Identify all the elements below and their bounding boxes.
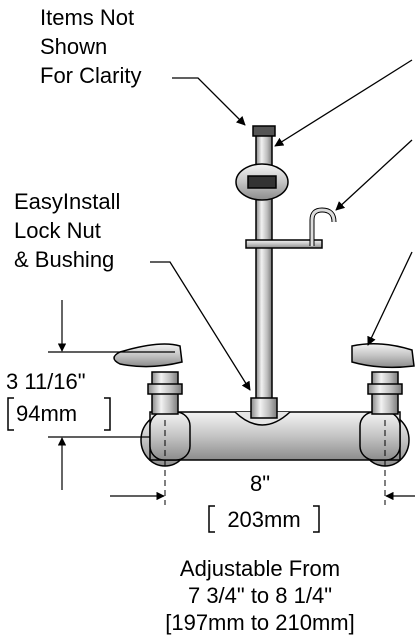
adjustable-line2: 7 3/4" to 8 1/4" [187, 583, 333, 608]
items-not-shown-line1: Items Not [40, 5, 135, 30]
mm-brackets [7, 397, 320, 533]
easyinstall-line2: Lock Nut [14, 218, 101, 243]
height-mm: 94mm [16, 401, 78, 426]
faucet-body [140, 411, 410, 467]
width-inches: 8" [249, 471, 271, 496]
easyinstall-line3: & Bushing [14, 247, 115, 272]
center-lines [164, 420, 386, 505]
left-handle [113, 343, 183, 415]
easyinstall-line1: EasyInstall [14, 189, 121, 214]
height-inches: 3 11/16" [6, 369, 86, 394]
leader-arrows [150, 59, 413, 391]
items-not-shown-line3: For Clarity [40, 63, 142, 88]
adjustable-line1: Adjustable From [179, 556, 341, 581]
height-dimension-lines [48, 300, 175, 490]
right-handle [351, 343, 415, 415]
adjustable-line3: [197mm to 210mm] [165, 610, 355, 635]
riser-pipe [235, 125, 337, 419]
width-mm: 203mm [227, 507, 301, 532]
items-not-shown-line2: Shown [40, 34, 108, 59]
